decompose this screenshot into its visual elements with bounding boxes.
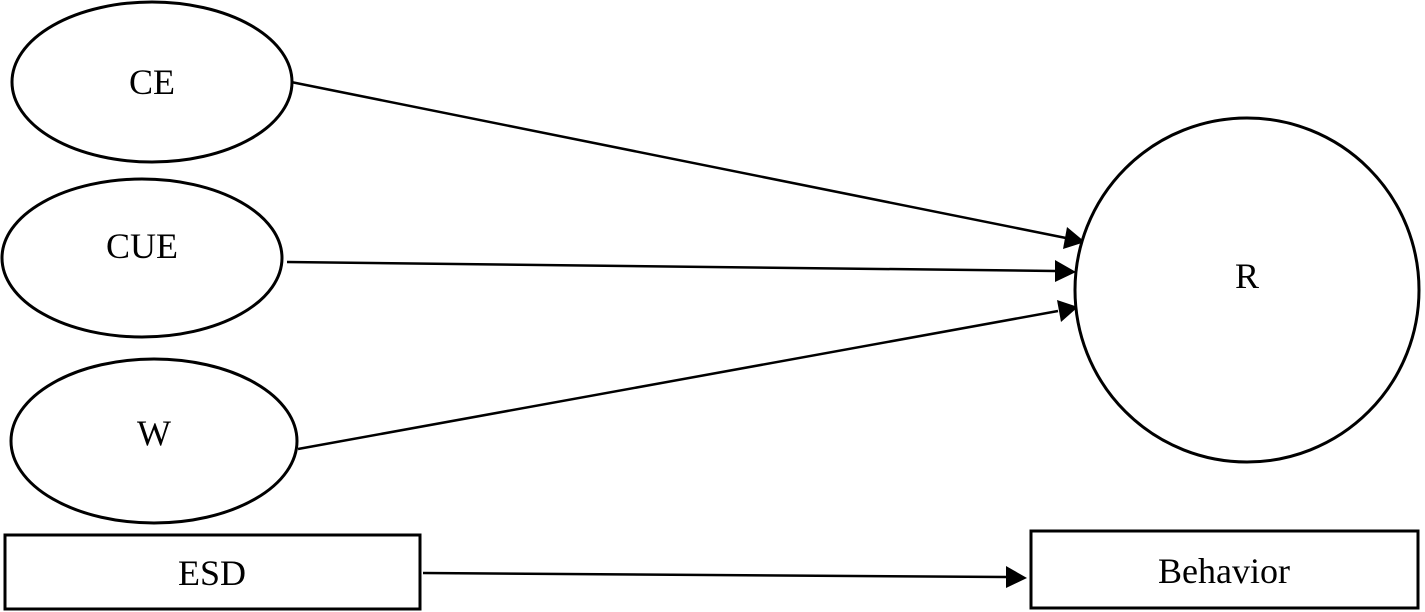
node-w: W (9, 357, 299, 525)
node-w-ellipse (9, 357, 299, 525)
node-r-circle (1073, 116, 1421, 464)
edge-ce-to-r (290, 80, 1067, 240)
edge-cue-to-r (286, 260, 1056, 273)
node-ce-ellipse (10, 0, 294, 164)
node-behavior-box (1029, 529, 1420, 610)
node-w-label: W (137, 413, 171, 453)
node-r-label: R (1235, 256, 1259, 296)
node-cue-label: CUE (106, 226, 178, 266)
edge-w-to-r (297, 309, 1059, 451)
node-esd-box (3, 533, 422, 611)
arrowhead-ce-to-r (1063, 227, 1085, 249)
arrowhead-cue-to-r (1055, 260, 1076, 282)
node-esd: ESD (3, 533, 422, 611)
edge-esd-to-behavior (422, 571, 1007, 579)
arrowhead-esd-to-behavior (1006, 566, 1027, 588)
arrowhead-w-to-r (1057, 300, 1078, 322)
node-behavior-label: Behavior (1158, 551, 1290, 591)
node-cue-ellipse (0, 177, 284, 339)
node-r: R (1073, 116, 1421, 464)
node-esd-label: ESD (178, 553, 246, 593)
node-cue: CUE (0, 177, 284, 339)
node-ce: CE (10, 0, 294, 164)
edges (286, 80, 1085, 588)
node-behavior: Behavior (1029, 529, 1420, 610)
node-ce-label: CE (129, 62, 175, 102)
